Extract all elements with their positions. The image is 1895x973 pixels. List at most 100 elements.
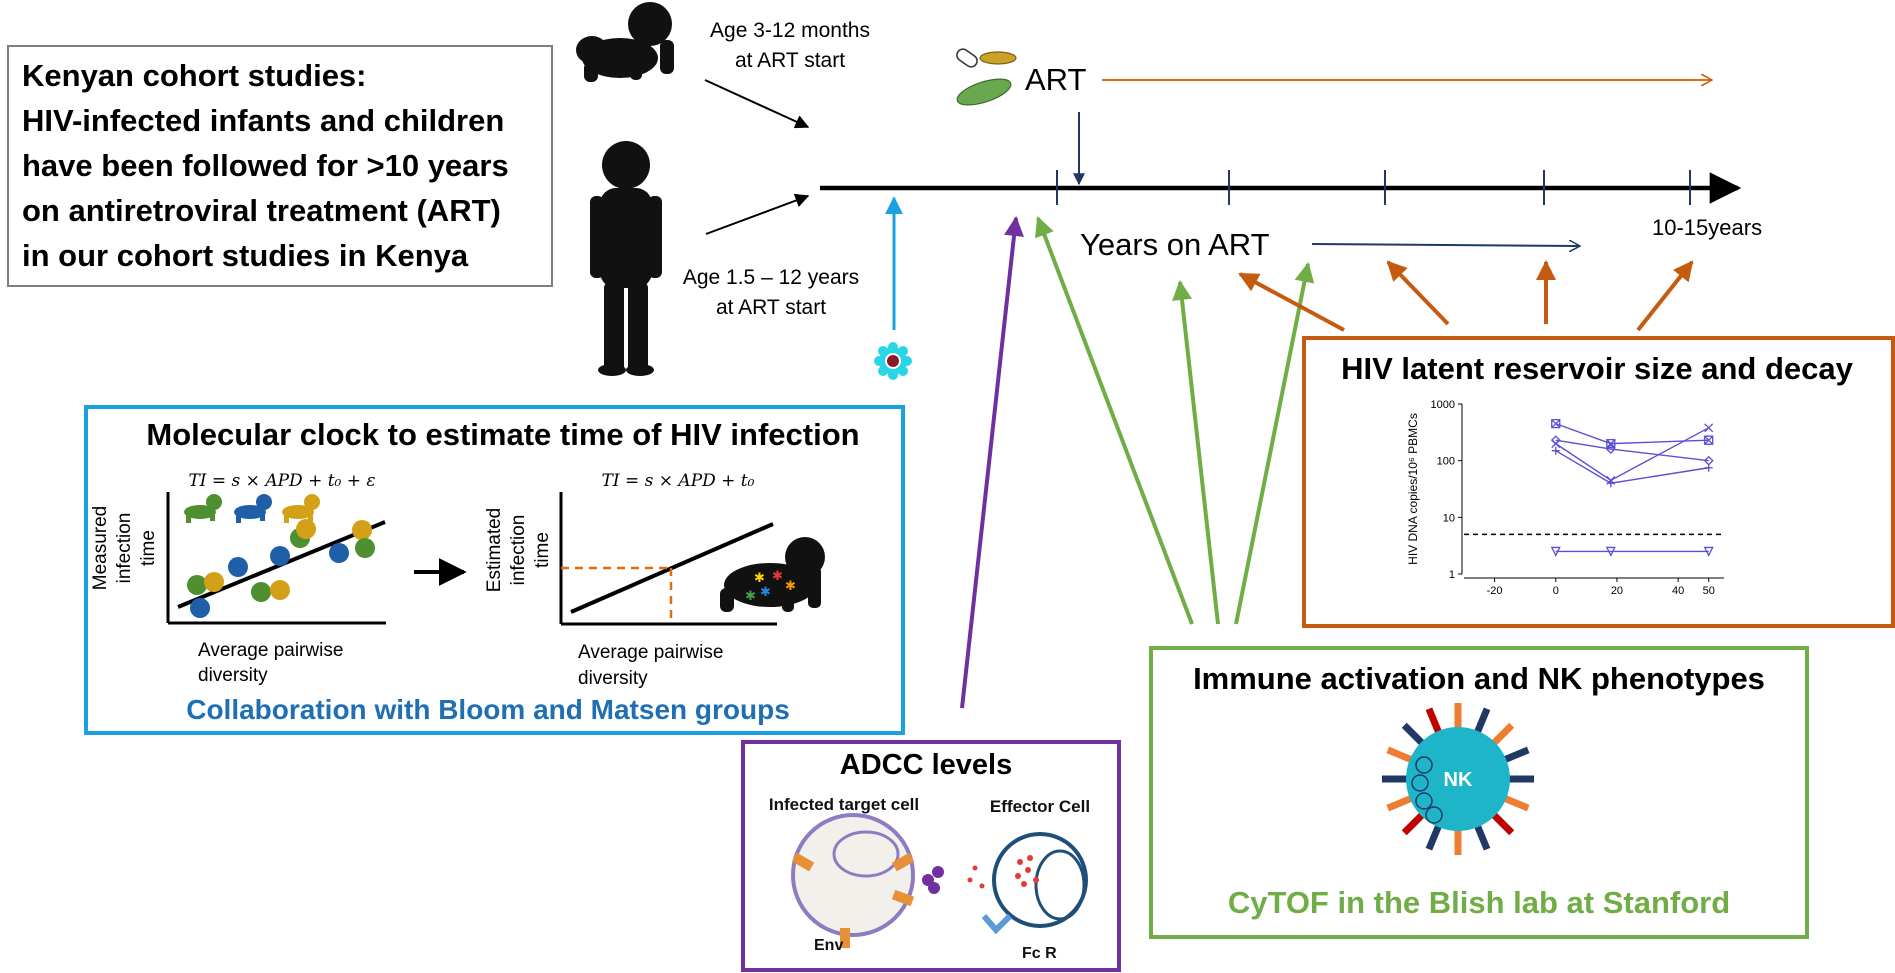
infant-age-line-2: at ART start (735, 49, 845, 72)
reservoir-connector-arrow (1636, 260, 1694, 332)
nk-receptor (1401, 722, 1426, 747)
cohort-line-2: HIV-infected infants and children (22, 103, 504, 138)
data-point (228, 557, 248, 577)
chart-data-point (1704, 423, 1714, 433)
estimated-ylabel-2: infection (508, 515, 529, 586)
child-age-line-1: Age 1.5 – 12 years (683, 266, 859, 289)
data-point (190, 598, 210, 618)
data-point (187, 575, 207, 595)
crawling-infant-silhouette (576, 2, 674, 82)
data-point (270, 580, 290, 600)
child-arrow (705, 193, 810, 235)
nk-granule (1415, 792, 1433, 810)
nk-granule (1425, 806, 1443, 824)
immune-connector-arrow (1234, 262, 1315, 625)
infant-icon-yellow (282, 494, 320, 523)
molecular-clock-panel: Molecular clock to estimate time of HIV … (84, 405, 905, 735)
adcc-connector-arrow (960, 216, 1024, 709)
svg-text:✱: ✱ (785, 578, 796, 593)
pills-icon (956, 48, 1017, 106)
nk-receptor (1425, 823, 1443, 851)
infant-arrow (704, 79, 810, 129)
cohort-line-1: Kenyan cohort studies: (22, 58, 367, 93)
immune-connector-arrow (1035, 216, 1194, 625)
chart-x-tick-label: -20 (1487, 585, 1503, 597)
chart-y-tick-label: 100 (1437, 456, 1455, 468)
data-point (270, 546, 290, 566)
data-point (329, 543, 349, 563)
chart-data-point (1550, 546, 1561, 557)
estimated-ylabel-1: Estimated (484, 508, 505, 592)
data-point (204, 572, 224, 592)
measured-infection-plot: Measured infection time Average pairwise… (90, 492, 386, 686)
chart-data-point (1605, 546, 1616, 557)
chart-y-tick-label: 1 (1449, 569, 1455, 581)
svg-text:✱: ✱ (772, 568, 783, 583)
child-age-line-2: at ART start (716, 296, 826, 319)
chart-series-line (1555, 439, 1709, 462)
svg-text:✱: ✱ (745, 588, 756, 603)
measured-xlabel-2: diversity (198, 665, 268, 686)
nk-receptor (1386, 746, 1414, 764)
data-point (296, 519, 316, 539)
measured-ylabel-3: time (138, 530, 159, 566)
env-label: Env (814, 937, 843, 954)
chart-x-tick-label: 0 (1553, 585, 1559, 597)
nk-granule (1411, 774, 1429, 792)
chart-x-tick-label: 40 (1672, 585, 1684, 597)
nk-label: NK (1444, 769, 1473, 791)
data-point (251, 582, 271, 602)
chart-data-point (1704, 435, 1714, 445)
estimated-infection-plot: ✱ ✱ ✱ ✱ ✱ Estimated infection time Avera… (484, 492, 825, 689)
adcc-title: ADCC levels (840, 749, 1012, 781)
cytof-label: CyTOF in the Blish lab at Stanford (1228, 885, 1730, 920)
nk-receptor (1502, 794, 1530, 812)
effector-cell-label: Effector Cell (990, 797, 1090, 816)
chart-data-point (1551, 439, 1561, 449)
nk-cell-body (1406, 727, 1510, 831)
nk-receptor (1401, 811, 1426, 836)
reservoir-panel: HIV latent reservoir size and decay 1101… (1302, 336, 1895, 628)
target-cell-label: Infected target cell (769, 795, 919, 814)
chart-data-point (1605, 444, 1616, 455)
standing-child-silhouette (590, 141, 662, 376)
svg-text:✱: ✱ (754, 570, 765, 585)
immune-panel: Immune activation and NK phenotypes NK C… (1149, 646, 1809, 939)
chart-data-point (1704, 463, 1713, 472)
data-point (355, 538, 375, 558)
data-point (352, 520, 372, 540)
measured-xlabel-1: Average pairwise (198, 640, 343, 661)
formula-estimated: TI = s × APD + t₀ (602, 471, 755, 491)
svg-text:✱: ✱ (760, 584, 771, 599)
nk-receptor (1473, 823, 1491, 851)
chart-x-tick-label: 20 (1611, 585, 1623, 597)
reservoir-ylabel: HIV DNA copies/10⁶ PBMCs (1406, 413, 1420, 565)
cohort-box: Kenyan cohort studies: HIV-infected infa… (7, 45, 553, 287)
years-on-art-arrow (1311, 244, 1580, 246)
estimated-ylabel-3: time (532, 532, 553, 568)
cohort-line-5: in our cohort studies in Kenya (22, 238, 469, 273)
nk-receptor (1502, 746, 1530, 764)
timeline-end-label: 10-15years (1652, 215, 1762, 240)
fc-receptor-label: Fc R (1022, 945, 1057, 962)
reservoir-connector-arrow (1238, 272, 1345, 332)
nk-cell-icon (1382, 703, 1534, 855)
nk-receptor (1386, 794, 1414, 812)
estimated-xlabel-1: Average pairwise (578, 642, 723, 663)
virus-icon (874, 342, 912, 380)
infant-icon-blue (234, 494, 272, 523)
chart-data-point (1551, 419, 1561, 429)
nk-receptor (1425, 707, 1443, 735)
art-label: ART (1025, 62, 1087, 97)
estimated-xlabel-2: diversity (578, 668, 648, 689)
nk-receptor (1490, 811, 1515, 836)
chart-data-point (1606, 479, 1615, 488)
nk-receptor (1473, 707, 1491, 735)
infant-age-line-1: Age 3-12 months (710, 19, 870, 42)
immune-title: Immune activation and NK phenotypes (1193, 661, 1765, 696)
infant-icon-green (184, 494, 222, 523)
chart-data-point (1551, 446, 1560, 455)
adcc-panel: ADCC levels Infected target cell Effecto… (741, 740, 1121, 972)
